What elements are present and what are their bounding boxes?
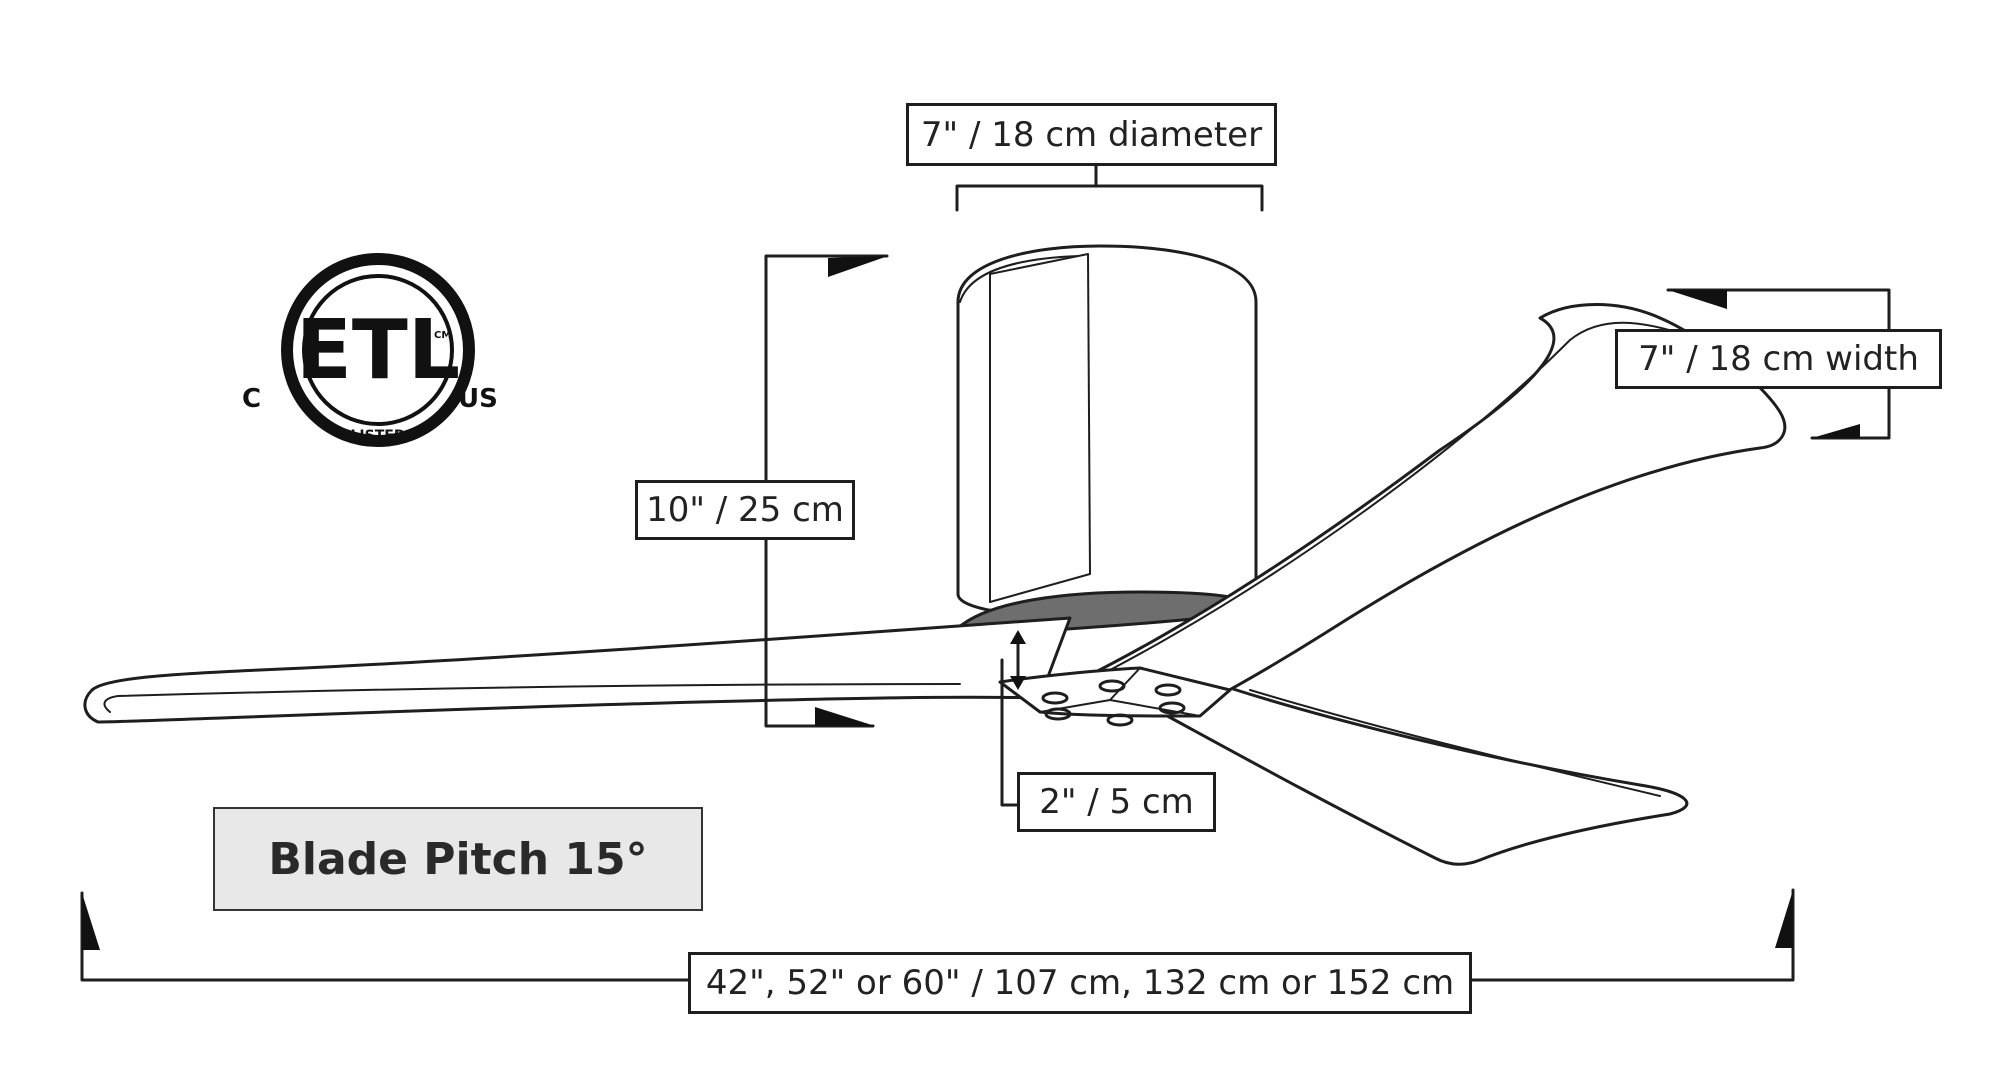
height-bottom-arrow [815,707,875,726]
etl-logo-text: ETL [296,303,460,398]
etl-cm-mark: CM [434,330,451,341]
blade-width-label: 7" / 18 cm width [1615,329,1942,389]
fan-canopy [956,244,1258,638]
height-label: 10" / 25 cm [635,480,855,540]
span-label: 42", 52" or 60" / 107 cm, 132 cm or 152 … [688,952,1472,1014]
span-left-arrow [82,893,100,950]
fan-hub [998,666,1232,727]
width-top-arrow [1668,290,1727,309]
etl-listed-logo: ETL CM LISTED C US [242,253,498,447]
clearance-up-arrow [1010,630,1026,644]
width-bottom-arrow [1812,424,1860,438]
height-top-arrow [828,256,888,277]
etl-us-letters: US [458,384,498,414]
etl-c-letter: C [242,384,261,414]
blade-pitch-label: Blade Pitch 15° [213,807,703,911]
canopy-diameter-label: 7" / 18 cm diameter [906,103,1277,166]
blade-clearance-label: 2" / 5 cm [1017,772,1216,832]
span-right-arrow [1775,890,1793,948]
diameter-bracket [955,164,1264,212]
fan-blade-lower-right [1158,686,1689,866]
etl-listed-text: LISTED [351,428,406,444]
fan-blade-left [83,616,1072,724]
clearance-down-arrow [1010,676,1026,690]
